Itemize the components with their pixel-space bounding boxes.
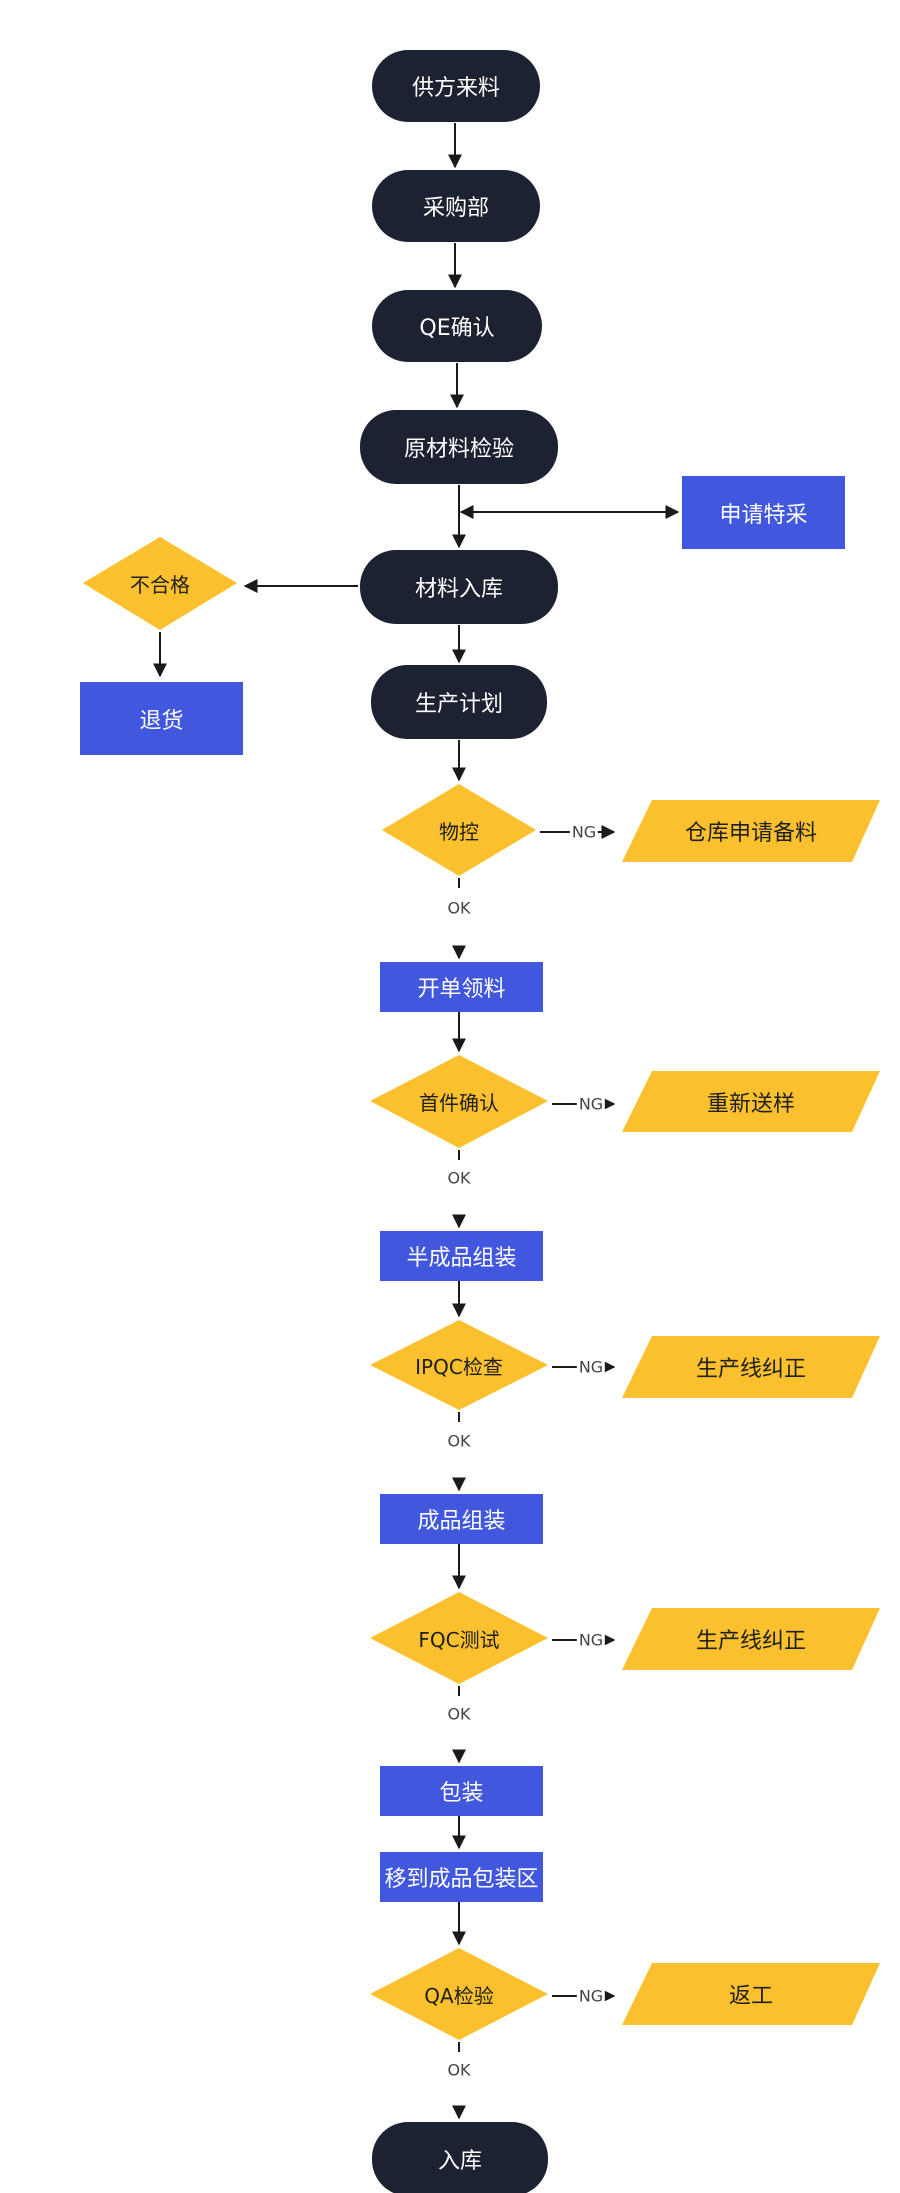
node-material-storage-label: 材料入库 xyxy=(414,577,503,602)
node-packaging-label: 包装 xyxy=(439,1781,484,1806)
edge-label-first-ng: NG xyxy=(576,1094,606,1114)
node-return-goods-label: 退货 xyxy=(139,708,184,734)
node-first-article-confirm-label: 首件确认 xyxy=(419,1091,499,1115)
node-move-to-pack-area: 移到成品包装区 xyxy=(380,1852,543,1902)
node-final-assembly: 成品组装 xyxy=(380,1494,543,1544)
line-correction-1-parallelogram-shape xyxy=(622,1336,880,1398)
node-rework: 返工 xyxy=(622,1963,880,2025)
node-raw-inspection: 原材料检验 xyxy=(360,410,558,484)
node-resample-label: 重新送样 xyxy=(706,1091,795,1117)
edge-label-ipqc-ng: NG xyxy=(576,1357,606,1377)
node-supplier-material: 供方来料 xyxy=(372,50,540,122)
node-production-plan-label: 生产计划 xyxy=(414,692,503,717)
node-line-correction-2: 生产线纠正 xyxy=(622,1608,880,1670)
node-warehousing-label: 入库 xyxy=(437,2149,482,2174)
node-purchasing: 采购部 xyxy=(372,170,540,242)
warehouse-request-parallelogram-shape xyxy=(622,800,880,862)
node-unqualified: 不合格 xyxy=(83,537,237,630)
node-fqc-test-label: FQC测试 xyxy=(418,1627,500,1652)
node-production-plan: 生产计划 xyxy=(371,665,547,739)
node-ipqc-check: IPQC检查 xyxy=(370,1320,548,1410)
edge-label-first-ok: OK xyxy=(445,1168,473,1188)
node-material-control: 物控 xyxy=(382,784,536,876)
material-control-diamond-shape xyxy=(382,784,536,876)
edge-label-fqc-ng: NG xyxy=(576,1630,606,1650)
node-line-correction-2-label: 生产线纠正 xyxy=(695,1629,806,1654)
node-special-purchase: 申请特采 xyxy=(682,476,845,549)
edge-label-qa-ng: NG xyxy=(576,1986,606,2006)
node-fqc-test: FQC测试 xyxy=(370,1592,548,1684)
node-rework-label: 返工 xyxy=(728,1984,773,2009)
node-qa-inspection: QA检验 xyxy=(370,1948,548,2040)
node-line-correction-1-label: 生产线纠正 xyxy=(695,1357,806,1382)
node-line-correction-1: 生产线纠正 xyxy=(622,1336,880,1398)
fqc-diamond-shape xyxy=(370,1592,548,1684)
node-first-article-confirm: 首件确认 xyxy=(370,1055,548,1148)
node-unqualified-label: 不合格 xyxy=(130,573,190,597)
node-final-assembly-label: 成品组装 xyxy=(417,1509,506,1534)
node-qe-confirm-label: QE确认 xyxy=(419,316,495,341)
node-move-to-pack-area-label: 移到成品包装区 xyxy=(384,1867,539,1892)
node-raw-inspection-label: 原材料检验 xyxy=(403,437,514,462)
node-qe-confirm: QE确认 xyxy=(372,290,542,362)
node-issue-materials-label: 开单领料 xyxy=(417,977,506,1002)
node-packaging: 包装 xyxy=(380,1766,543,1816)
node-qa-inspection-label: QA检验 xyxy=(424,1983,494,2008)
node-return-goods: 退货 xyxy=(80,682,243,755)
node-material-storage: 材料入库 xyxy=(360,550,558,624)
node-resample: 重新送样 xyxy=(622,1071,880,1132)
edge-label-control-ok: OK xyxy=(445,898,473,918)
node-material-control-label: 物控 xyxy=(439,819,479,844)
first-article-diamond-shape xyxy=(370,1055,548,1148)
edge-label-control-ng: NG xyxy=(569,822,599,842)
edge-label-fqc-ok: OK xyxy=(445,1704,473,1724)
node-warehouse-stock-request: 仓库申请备料 xyxy=(622,800,880,862)
node-semi-assembly: 半成品组装 xyxy=(380,1231,543,1281)
node-purchasing-label: 采购部 xyxy=(422,196,489,221)
unqualified-diamond-shape xyxy=(83,537,237,630)
rework-parallelogram-shape xyxy=(622,1963,880,2025)
ipqc-diamond-shape xyxy=(370,1320,548,1410)
node-special-purchase-label: 申请特采 xyxy=(719,502,808,528)
qa-diamond-shape xyxy=(370,1948,548,2040)
node-issue-materials: 开单领料 xyxy=(380,962,543,1012)
node-semi-assembly-label: 半成品组装 xyxy=(406,1246,517,1271)
line-correction-2-parallelogram-shape xyxy=(622,1608,880,1670)
node-warehousing: 入库 xyxy=(372,2122,548,2193)
resample-parallelogram-shape xyxy=(622,1071,880,1132)
node-warehouse-stock-request-label: 仓库申请备料 xyxy=(684,821,817,846)
node-ipqc-check-label: IPQC检查 xyxy=(415,1354,503,1379)
edge-label-ipqc-ok: OK xyxy=(445,1431,473,1451)
edge-label-qa-ok: OK xyxy=(445,2060,473,2080)
node-supplier-material-label: 供方来料 xyxy=(411,76,500,101)
